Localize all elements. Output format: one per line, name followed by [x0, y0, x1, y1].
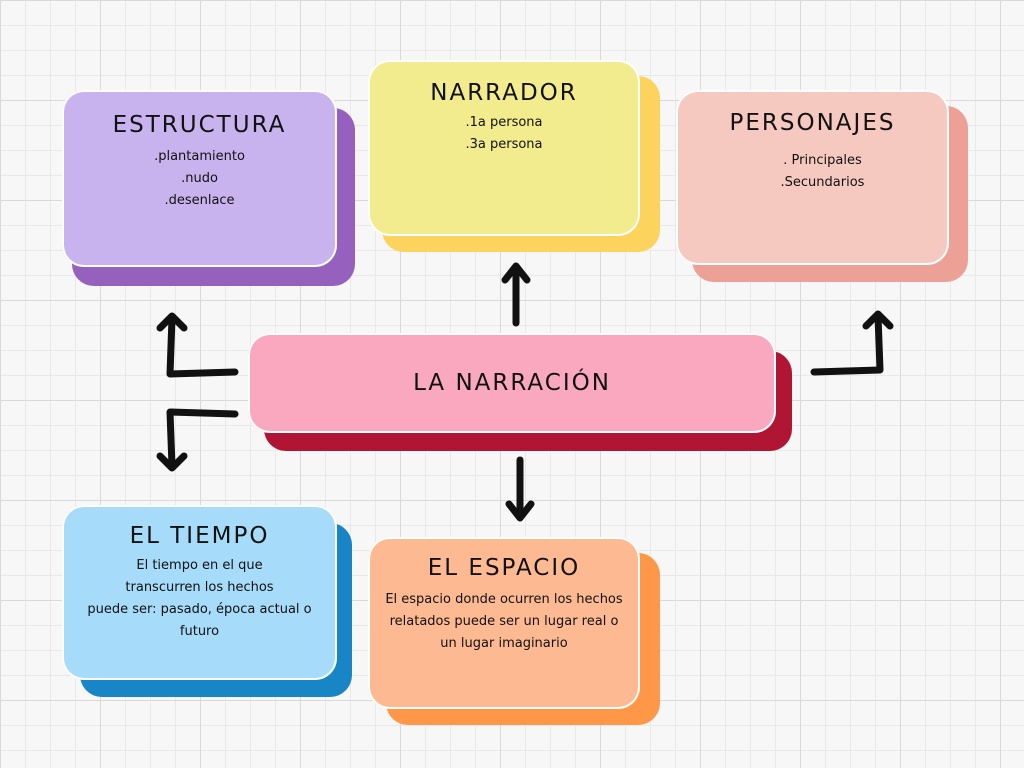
narrador-title: NARRADOR [430, 80, 578, 106]
espacio-card-face: EL ESPACIO El espacio donde ocurren los … [368, 537, 640, 709]
estructura-line-3: .desenlace [164, 193, 235, 208]
estructura-line-2: .nudo [181, 171, 218, 186]
espacio-line-3: un lugar imaginario [440, 636, 568, 651]
tiempo-line-3: puede ser: pasado, época actual o [87, 602, 312, 617]
arrow-elbow-personajes [810, 312, 884, 376]
arrow-elbow-tiempo [166, 408, 239, 470]
espacio-title: EL ESPACIO [427, 555, 581, 581]
narrador-card-face: NARRADOR .1a persona .3a persona [368, 60, 640, 236]
arrow-elbow-estructura [166, 314, 239, 378]
personajes-title: PERSONAJES [729, 110, 896, 136]
tiempo-line-4: futuro [179, 624, 220, 639]
espacio-line-2: relatados puede ser un lugar real o [389, 614, 619, 629]
narrador-line-1: .1a persona [465, 115, 543, 130]
narracion-card-face: LA NARRACIÓN [248, 333, 776, 433]
estructura-title: ESTRUCTURA [112, 112, 287, 138]
estructura-line-1: .plantamiento [154, 149, 245, 164]
personajes-line-1: . Principales [783, 153, 862, 168]
tiempo-line-1: El tiempo en el que [136, 558, 263, 573]
personajes-line-2: .Secundarios [780, 175, 865, 190]
espacio-line-1: El espacio donde ocurren los hechos [385, 592, 623, 607]
tiempo-title: EL TIEMPO [129, 523, 270, 549]
personajes-card-face: PERSONAJES . Principales .Secundarios [676, 90, 949, 265]
tiempo-line-2: transcurren los hechos [125, 580, 274, 595]
estructura-card-face: ESTRUCTURA .plantamiento .nudo .desenlac… [62, 90, 337, 267]
narracion-title: LA NARRACIÓN [413, 370, 611, 396]
narrador-line-2: .3a persona [465, 137, 543, 152]
tiempo-card-face: EL TIEMPO El tiempo en el que transcurre… [62, 505, 337, 680]
